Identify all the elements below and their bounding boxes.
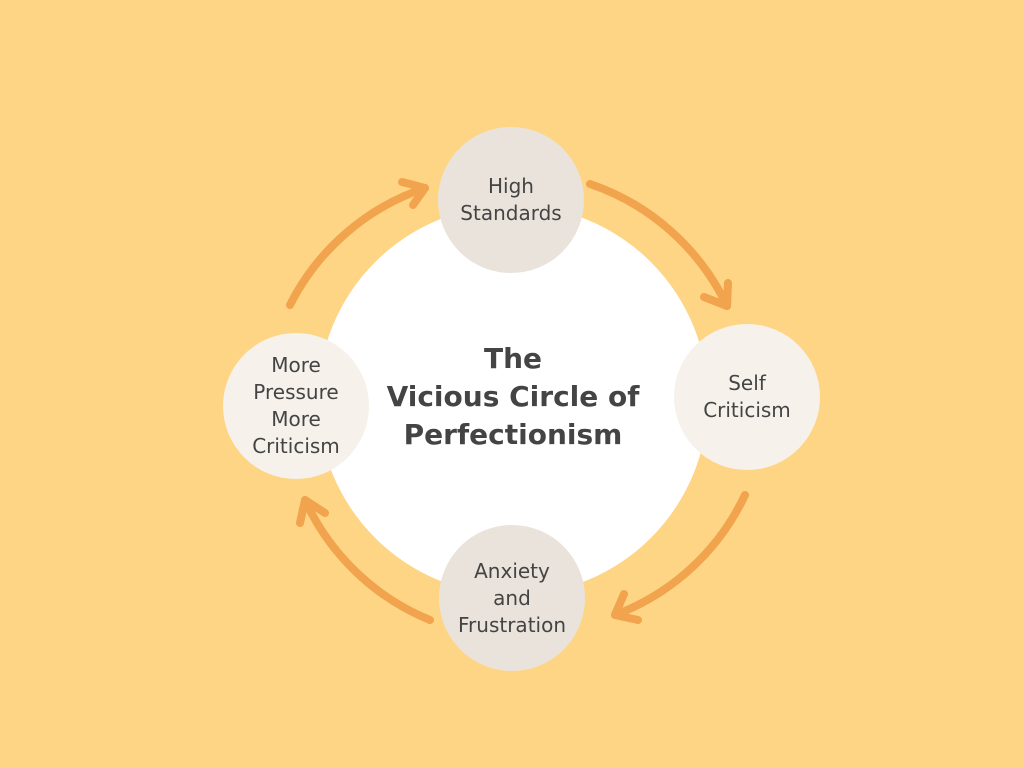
node-high-standards: High Standards xyxy=(438,127,584,273)
arrow-right-to-bottom xyxy=(611,491,749,624)
node-label: More xyxy=(271,407,321,431)
arrow-top-to-right xyxy=(586,180,732,310)
title-line: Perfectionism xyxy=(403,418,623,451)
node-label: High xyxy=(488,174,534,198)
arrow-left-to-top xyxy=(286,178,429,309)
node-label: Pressure xyxy=(253,380,339,404)
node-label: Anxiety xyxy=(474,558,550,583)
node-label: and xyxy=(493,585,531,610)
arrow-bottom-to-left xyxy=(296,496,434,624)
node-label: Criticism xyxy=(252,434,340,458)
node-label: Criticism xyxy=(703,398,791,422)
node-label: More xyxy=(271,353,321,377)
title-line: Vicious Circle of xyxy=(386,380,640,413)
node-self-criticism: Self Criticism xyxy=(674,324,820,470)
node-label: Standards xyxy=(460,201,562,225)
node-more-pressure: More Pressure More Criticism xyxy=(223,333,369,479)
diagram-title: The Vicious Circle of Perfectionism xyxy=(318,340,708,454)
node-label: Frustration xyxy=(458,612,566,637)
title-line: The xyxy=(483,342,543,375)
node-label: Self xyxy=(728,371,766,395)
node-anxiety-frustration: Anxiety and Frustration xyxy=(439,525,585,671)
